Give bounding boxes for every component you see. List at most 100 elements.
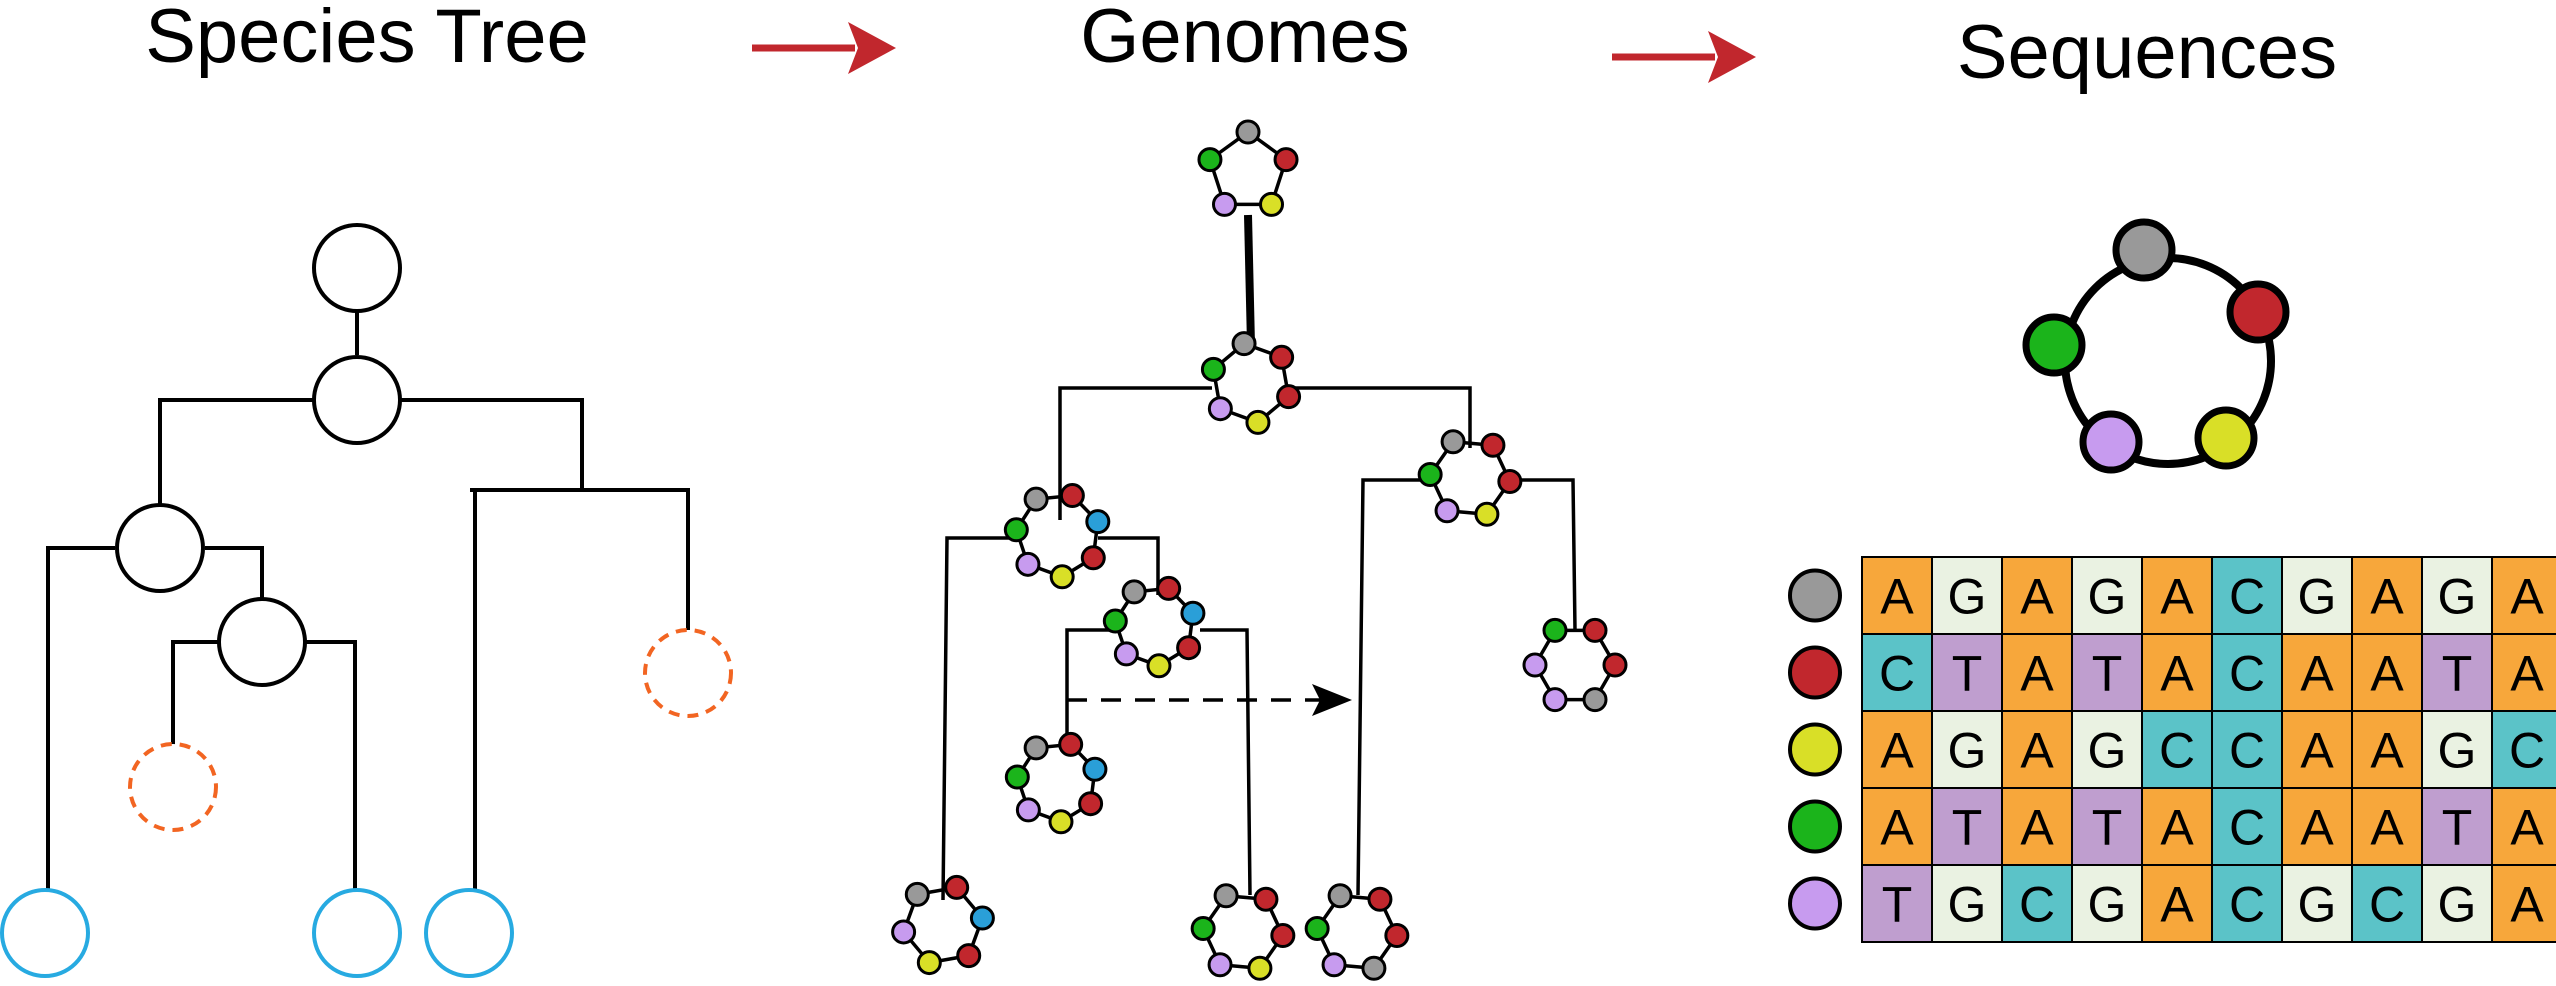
alignment-cell <box>2421 633 2493 712</box>
gene-red <box>1367 886 1393 912</box>
base-letter: G <box>1948 877 1987 933</box>
gene-gray <box>1235 119 1261 145</box>
genome-tree-edge <box>941 536 1015 901</box>
gene-green <box>1190 916 1216 942</box>
gene-red <box>944 874 970 900</box>
gene-green <box>1542 617 1568 643</box>
row-gene-marker-yellow <box>1788 722 1842 777</box>
gene-yellow <box>1049 564 1075 590</box>
base-letter: A <box>2370 569 2404 625</box>
base-letter: A <box>2160 569 2194 625</box>
base-letter: T <box>2092 800 2123 856</box>
alignment-cell <box>2421 864 2493 943</box>
gene-gray <box>904 881 930 907</box>
genome-ring-small <box>1200 331 1302 435</box>
alignment-cell <box>2351 556 2423 635</box>
base-letter: A <box>2510 646 2544 702</box>
alignment-cell <box>1931 556 2003 635</box>
base-letter: A <box>2160 646 2194 702</box>
base-letter: A <box>2160 800 2194 856</box>
reference-genome <box>2022 218 2290 474</box>
gene-red <box>1078 791 1104 817</box>
gene-gray <box>1582 687 1608 713</box>
base-letter: G <box>2438 723 2477 779</box>
base-letter: T <box>2092 646 2123 702</box>
tree-edge <box>171 640 218 745</box>
base-letter: C <box>2509 723 2545 779</box>
sequences-title: Sequences <box>1957 10 2337 95</box>
alignment-cell <box>2491 787 2556 866</box>
gene-green <box>1197 147 1223 173</box>
genome-tree-edge <box>1098 536 1160 595</box>
gene-gray <box>1121 579 1147 605</box>
genome-tree-edge <box>1200 628 1252 896</box>
genome-ring-small <box>1003 483 1111 590</box>
gene-red <box>1269 344 1295 370</box>
tree-edge <box>205 546 264 600</box>
gene-blue <box>1180 600 1206 626</box>
gene-blue <box>969 905 995 931</box>
alignment-cell <box>2281 633 2353 712</box>
base-letter: C <box>2019 877 2055 933</box>
base-letter: A <box>1880 800 1914 856</box>
base-letter: G <box>2088 877 2127 933</box>
gene-yellow <box>1247 955 1273 981</box>
base-letter: G <box>2298 877 2337 933</box>
gene-purple <box>1211 191 1237 217</box>
gene-purple <box>1434 498 1460 524</box>
extant-leaf-node <box>0 888 90 978</box>
internal-node <box>312 355 402 445</box>
extant-leaf-node <box>312 888 402 978</box>
gene-yellow <box>1474 501 1500 527</box>
gene-gray <box>1440 429 1466 455</box>
gene-purple <box>1542 687 1568 713</box>
genome-tree <box>941 214 1577 901</box>
alignment-cell <box>2491 864 2556 943</box>
arrow-tree-to-genomes <box>752 22 896 74</box>
gene-red <box>1384 922 1410 948</box>
alignment-cell <box>1931 787 2003 866</box>
gene-yellow <box>1245 409 1271 435</box>
base-letter: T <box>2442 646 2473 702</box>
gene-red <box>1480 432 1506 458</box>
alignment-cell <box>2211 556 2283 635</box>
gene-yellow <box>916 950 942 976</box>
internal-node <box>115 503 205 593</box>
gene-green <box>1200 356 1226 382</box>
gene-green <box>1003 517 1029 543</box>
gene-purple <box>1015 797 1041 823</box>
tree-edge <box>158 398 313 510</box>
genome-ring-small <box>1304 883 1410 981</box>
genome-tree-edge <box>1290 386 1472 448</box>
genome-rings <box>891 119 1628 981</box>
gene-red <box>956 943 982 969</box>
base-letter: A <box>2300 800 2334 856</box>
genome-ring-small <box>891 874 995 976</box>
base-letter: G <box>2088 723 2127 779</box>
base-letter: A <box>2370 723 2404 779</box>
gene-purple <box>1207 952 1233 978</box>
base-letter: A <box>2370 800 2404 856</box>
gene-red <box>2226 280 2290 344</box>
gene-gray <box>1023 735 1049 761</box>
alignment-cell <box>2351 864 2423 943</box>
genome-tree-edge <box>1356 478 1435 896</box>
alignment-cell <box>2491 710 2556 789</box>
genome-tree-edge <box>1058 386 1212 520</box>
genome-ring-small <box>1102 575 1206 679</box>
gene-purple <box>1321 952 1347 978</box>
base-letter: C <box>2229 569 2265 625</box>
base-letter: T <box>1952 646 1983 702</box>
base-letter: C <box>2229 646 2265 702</box>
base-letter: C <box>2229 877 2265 933</box>
gene-red <box>1582 617 1608 643</box>
gene-gray <box>1213 883 1239 909</box>
gene-gray <box>1327 883 1353 909</box>
base-letter: A <box>2020 569 2054 625</box>
row-gene-marker-gray <box>1788 568 1842 623</box>
gene-yellow <box>1146 653 1172 679</box>
extant-leaf-node <box>424 888 514 978</box>
base-letter: T <box>1952 800 1983 856</box>
gene-blue <box>1085 509 1111 535</box>
